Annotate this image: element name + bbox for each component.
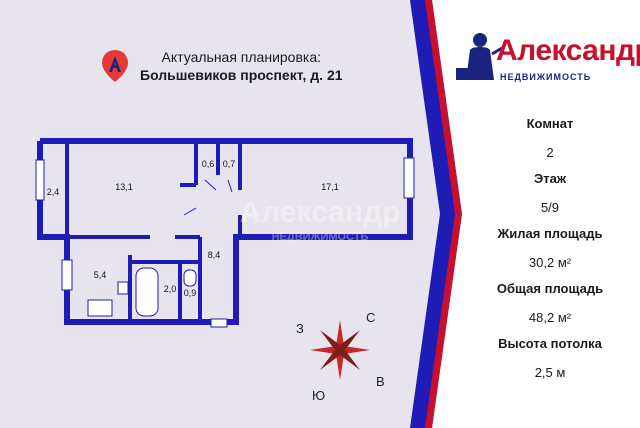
window-kitchen	[61, 259, 73, 291]
room-label: 17,1	[321, 182, 339, 192]
floor-plan: 13,1 17,1 2,4 0,6 0,7 8,4 5,4 2,0 0,9 Ал…	[35, 138, 415, 403]
room-label: 0,6	[202, 159, 215, 169]
toilet	[183, 269, 197, 287]
room-label: 2,4	[47, 187, 60, 197]
door-swing-2	[227, 179, 233, 193]
room-label: 5,4	[94, 270, 107, 280]
compass-west: З	[296, 321, 304, 336]
room-label: 2,0	[164, 284, 177, 294]
stat-total-area-value: 48,2 м²	[528, 310, 572, 325]
bathtub	[135, 267, 159, 317]
stat-ceiling-label: Высота потолка	[498, 336, 602, 351]
room-label: 13,1	[115, 182, 133, 192]
sink	[117, 281, 129, 295]
stat-rooms-label: Комнат	[526, 116, 574, 131]
window-balcony	[35, 159, 45, 201]
door-swing-1	[204, 179, 217, 191]
entrance-door	[210, 318, 228, 328]
compass-east: В	[376, 374, 385, 389]
stat-living-area-label: Жилая площадь	[497, 226, 603, 241]
logo-subtitle: НЕДВИЖИМОСТЬ	[500, 72, 592, 82]
header-line1: Актуальная планировка:	[161, 49, 322, 65]
door-swing-3	[183, 207, 197, 216]
stat-floor-label: Этаж	[533, 171, 567, 186]
compass-south: Ю	[312, 388, 325, 403]
stat-floor-value: 5/9	[540, 200, 560, 215]
plan-panel	[0, 0, 440, 428]
room-label: 8,4	[208, 250, 221, 260]
compass-rose-icon	[310, 320, 370, 380]
header-text: Актуальная планировка: Большевиков просп…	[140, 48, 343, 84]
watermark-title: Александр	[240, 196, 401, 229]
watermark: Александр НЕДВИЖИМОСТЬ	[240, 196, 401, 243]
compass-north: С	[366, 310, 375, 325]
stat-living-area-value: 30,2 м²	[528, 255, 572, 270]
room-label: 0,9	[184, 288, 197, 298]
window-room2	[403, 157, 415, 199]
property-stats: Комнат 2 Этаж 5/9 Жилая площадь 30,2 м² …	[470, 106, 630, 381]
room-label: 0,7	[223, 159, 236, 169]
location-pin-icon	[102, 50, 128, 82]
stat-total-area-label: Общая площадь	[496, 281, 604, 296]
logo-title: Александр	[496, 34, 640, 67]
header-address: Большевиков проспект, д. 21	[140, 67, 343, 83]
stat-rooms-value: 2	[546, 145, 554, 160]
watermark-subtitle: НЕДВИЖИМОСТЬ	[272, 231, 369, 243]
stat-ceiling-value: 2,5 м	[534, 365, 566, 380]
agent-logo-icon	[456, 33, 503, 80]
header: Актуальная планировка: Большевиков просп…	[100, 48, 343, 84]
stove	[87, 299, 113, 317]
